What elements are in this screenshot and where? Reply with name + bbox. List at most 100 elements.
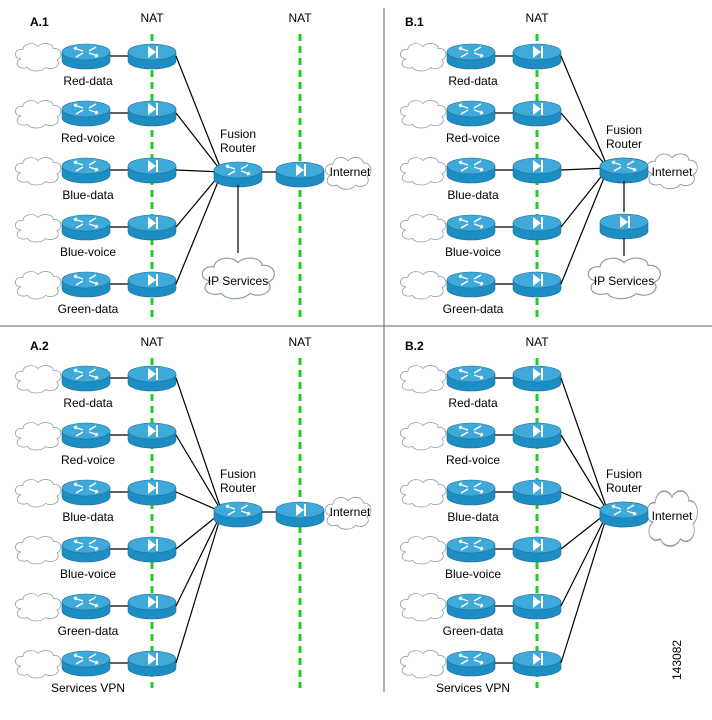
site-cloud — [400, 365, 447, 394]
vrf-label: Blue-data — [447, 510, 499, 524]
panel-label: B.2 — [405, 339, 424, 353]
vrf-router — [446, 43, 496, 70]
nat-device — [127, 650, 177, 677]
site-cloud — [15, 271, 62, 300]
vrf-label: Blue-data — [447, 188, 499, 202]
site-cloud — [400, 157, 447, 186]
site-cloud — [400, 650, 447, 679]
fusion-link — [175, 112, 223, 173]
fusion-link — [175, 171, 223, 285]
vrf-router — [446, 650, 496, 677]
internet-label: Internet — [330, 505, 371, 519]
vrf-router — [446, 422, 496, 449]
internet-label: Internet — [652, 509, 693, 523]
vrf-router — [61, 650, 111, 677]
site-cloud — [400, 100, 447, 129]
vrf-router — [446, 100, 496, 127]
vrf-label: Blue-voice — [60, 567, 116, 581]
services-cloud — [201, 257, 275, 300]
vrf-router — [61, 271, 111, 298]
fusion-link — [560, 377, 609, 513]
nat-device — [127, 214, 177, 241]
vrf-router — [61, 422, 111, 449]
fusion-link — [560, 511, 609, 664]
nat-device — [127, 422, 177, 449]
vrf-label: Red-voice — [446, 131, 500, 145]
nat-device — [512, 365, 562, 392]
vrf-label: Red-data — [448, 396, 498, 410]
vrf-router — [61, 365, 111, 392]
fusion-router — [213, 501, 263, 528]
vrf-router — [446, 271, 496, 298]
nat-label: NAT — [288, 335, 312, 349]
fusion-label: Router — [220, 141, 256, 155]
nat-device — [127, 365, 177, 392]
site-cloud — [400, 214, 447, 243]
site-cloud — [400, 43, 447, 72]
internet-cloud — [325, 156, 372, 190]
vrf-label: Blue-voice — [445, 567, 501, 581]
vrf-router — [61, 214, 111, 241]
site-cloud — [400, 536, 447, 565]
fusion-link — [175, 55, 223, 173]
vrf-label: Blue-voice — [445, 245, 501, 259]
vrf-router — [61, 43, 111, 70]
nat-device — [512, 157, 562, 184]
fusion-label: Fusion — [220, 127, 256, 141]
site-cloud — [15, 43, 62, 72]
vrf-label: Red-data — [63, 396, 113, 410]
nat-device — [127, 100, 177, 127]
nat-device — [512, 422, 562, 449]
fusion-router — [599, 157, 649, 184]
site-cloud — [15, 157, 62, 186]
vrf-router — [61, 593, 111, 620]
site-cloud — [15, 422, 62, 451]
services-device — [599, 213, 649, 240]
vrf-label: Red-data — [63, 74, 113, 88]
nat-device — [512, 271, 562, 298]
panel-label: B.1 — [405, 15, 424, 29]
fusion-link — [175, 511, 223, 664]
site-cloud — [15, 365, 62, 394]
vrf-router — [61, 536, 111, 563]
fusion-label: Router — [220, 481, 256, 495]
fusion-link — [560, 167, 609, 228]
site-cloud — [400, 593, 447, 622]
vrf-label: Blue-data — [62, 510, 114, 524]
vrf-label: Blue-voice — [60, 245, 116, 259]
site-cloud — [400, 422, 447, 451]
site-cloud — [15, 650, 62, 679]
nat-device — [127, 479, 177, 506]
vrf-router — [61, 479, 111, 506]
nat-device — [512, 650, 562, 677]
vrf-label: Green-data — [58, 624, 119, 638]
vrf-router — [61, 100, 111, 127]
nat-device — [275, 501, 325, 528]
fusion-link — [175, 434, 223, 513]
vrf-label: Green-data — [443, 624, 504, 638]
nat-device — [512, 214, 562, 241]
nat-label: NAT — [288, 11, 312, 25]
vrf-router — [446, 365, 496, 392]
nat-device — [127, 593, 177, 620]
nat-device — [512, 536, 562, 563]
internet-label: Internet — [652, 165, 693, 179]
nat-device — [512, 593, 562, 620]
fusion-link — [175, 511, 223, 607]
services-label: IP Services — [208, 274, 268, 288]
fusion-link — [560, 511, 609, 607]
fusion-link — [560, 112, 609, 169]
nat-device — [275, 161, 325, 188]
vrf-router — [446, 157, 496, 184]
fusion-label: Router — [606, 481, 642, 495]
vrf-router — [446, 479, 496, 506]
vrf-router — [446, 214, 496, 241]
internet-cloud — [325, 496, 372, 530]
fusion-link — [560, 434, 609, 513]
vrf-label: Blue-data — [62, 188, 114, 202]
vrf-label: Red-voice — [61, 453, 115, 467]
